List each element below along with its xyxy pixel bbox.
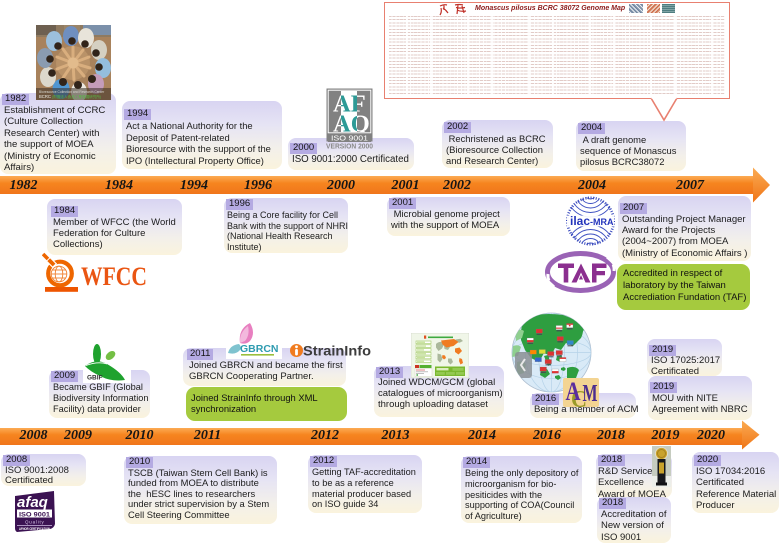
svg-text:ISO 9001: ISO 9001 bbox=[331, 135, 368, 142]
svg-text:AFNOR CERTIFICATION: AFNOR CERTIFICATION bbox=[19, 527, 50, 531]
svg-text:GBRCN: GBRCN bbox=[240, 343, 279, 355]
svg-text:StrainInfo: StrainInfo bbox=[303, 343, 371, 359]
svg-text:Bioresource Collection and Res: Bioresource Collection and Research Cent… bbox=[39, 90, 105, 94]
svg-text:C: C bbox=[571, 387, 587, 409]
svg-text:VERSION 2000: VERSION 2000 bbox=[326, 144, 373, 151]
svg-text:AF: AF bbox=[333, 91, 366, 118]
svg-text:afaq: afaq bbox=[17, 494, 48, 511]
svg-text:GBIF: GBIF bbox=[87, 375, 103, 382]
svg-text:WFCC: WFCC bbox=[81, 262, 147, 291]
svg-text:ISO 9001: ISO 9001 bbox=[19, 511, 50, 518]
svg-text:M: M bbox=[583, 381, 598, 407]
svg-text:Quality: Quality bbox=[25, 520, 45, 525]
svg-text:A: A bbox=[566, 378, 581, 406]
svg-text:AQ: AQ bbox=[333, 111, 370, 138]
svg-text:BCRC (財團法人食品工業發展研究所): BCRC (財團法人食品工業發展研究所) bbox=[39, 94, 101, 99]
svg-text:ilac-MRA: ilac-MRA bbox=[570, 214, 614, 228]
